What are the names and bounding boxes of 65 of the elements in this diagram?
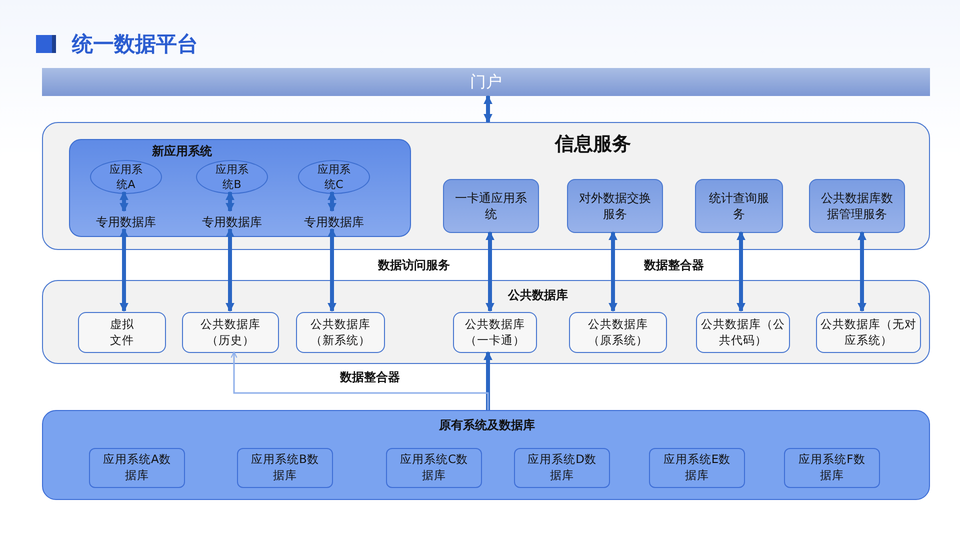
database-box [237, 448, 333, 488]
page-title: 统一数据平台 [72, 31, 198, 58]
portal-label: 门户 [470, 72, 502, 92]
node-label: 专用数据库 [202, 214, 262, 230]
node-label: 公共数据库（无对应系统） [820, 316, 918, 348]
group-heading: 新应用系统 [151, 143, 213, 160]
node-label: 对外数据交换服务 [578, 190, 652, 222]
node-label: 统计查询服务 [708, 190, 769, 222]
group-heading: 原有系统及数据库 [438, 417, 536, 434]
node-label: 应用系统A [108, 162, 144, 192]
database-box [386, 448, 482, 488]
double-arrow [736, 231, 746, 312]
double-arrow [226, 191, 234, 212]
service-box [567, 179, 663, 233]
double-arrow [120, 228, 128, 312]
node-label: 专用数据库 [304, 214, 364, 230]
double-arrow [608, 231, 618, 312]
node-label: 应用系统C [316, 162, 352, 192]
arrow [484, 351, 492, 410]
node-label: 应用系统C数据库 [398, 452, 469, 484]
double-arrow [226, 228, 234, 312]
group-panel [69, 139, 411, 237]
arrow [230, 351, 489, 410]
database-box [78, 312, 166, 353]
layer-panel [42, 122, 930, 250]
service-box [695, 179, 783, 233]
database-box [453, 312, 537, 353]
double-arrow [486, 231, 494, 312]
node-label: 应用系统D数据库 [526, 452, 598, 484]
node-label: 专用数据库 [96, 214, 156, 230]
node-label: 应用系统E数据库 [662, 452, 732, 484]
node-label: 公共数据库（原系统） [586, 316, 649, 348]
database-box [182, 312, 279, 353]
node-label: 应用系统A数据库 [102, 452, 172, 484]
flow-label: 数据整合器 [340, 369, 400, 386]
node-label: 公共数据库（公共代码） [700, 316, 786, 348]
flow-label: 数据访问服务 [378, 257, 450, 274]
node-label: 公共数据库（历史） [199, 316, 262, 348]
node-label: 公共数据库（新系统） [309, 316, 372, 348]
layer-panel [42, 410, 930, 500]
node-label: 公共数据库（一卡通） [464, 316, 526, 348]
double-arrow [328, 228, 336, 312]
node-label: 应用系统B [214, 162, 250, 192]
group-heading: 信息服务 [554, 132, 632, 157]
double-arrow [328, 191, 336, 212]
service-box [809, 179, 905, 233]
database-box [296, 312, 385, 353]
flow-label: 数据整合器 [644, 257, 704, 274]
node-label: 应用系统F数据库 [798, 452, 866, 484]
portal-bar [42, 68, 930, 96]
double-arrow [858, 231, 866, 312]
database-box [784, 448, 880, 488]
database-box [89, 448, 185, 488]
service-box [443, 179, 539, 233]
database-box [569, 312, 667, 353]
node-label: 公共数据库数据管理服务 [820, 190, 894, 222]
double-arrow [484, 95, 492, 123]
node-label: 一卡通应用系统 [454, 190, 528, 222]
database-box [649, 448, 745, 488]
group-heading: 公共数据库 [506, 287, 569, 304]
node-label: 虚拟文件 [108, 316, 135, 348]
double-arrow [120, 191, 128, 212]
database-box [514, 448, 610, 488]
layer-panel [42, 280, 930, 364]
node-label: 应用系统B数据库 [250, 452, 320, 484]
